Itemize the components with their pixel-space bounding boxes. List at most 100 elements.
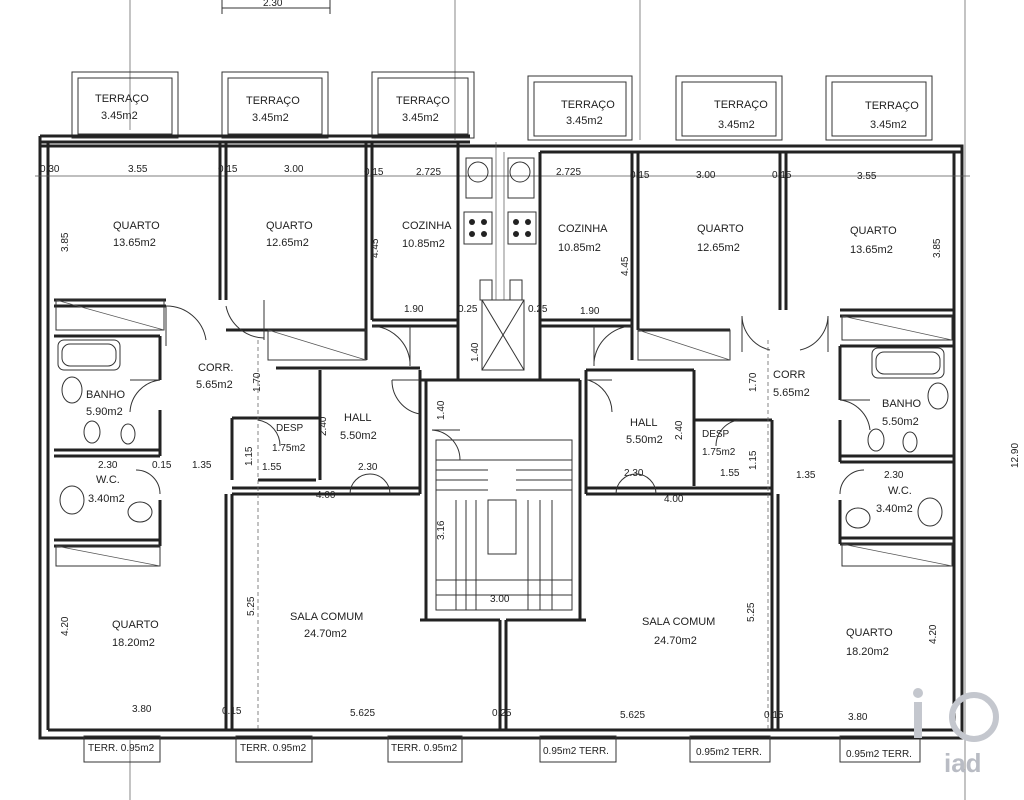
terrace-box <box>71 71 179 139</box>
bottom-terrace-label: TERR. 0.95m2 <box>88 743 155 754</box>
terrace-name: TERRAÇO <box>396 95 450 107</box>
room-area: 10.85m2 <box>558 242 601 254</box>
dimension-label: 4.45 <box>620 256 631 276</box>
dimension-label: 1.90 <box>580 306 600 317</box>
room-name: DESP <box>276 423 304 434</box>
dimension-label: 2.30 <box>98 460 118 471</box>
room-area: 3.40m2 <box>88 493 125 505</box>
bottom-terrace-label: 0.95m2 TERR. <box>543 746 609 757</box>
dimension-label: 0.25 <box>492 708 512 719</box>
terrace-box <box>675 75 783 141</box>
dimension-label: 0.15 <box>222 706 242 717</box>
iad-logo: iad <box>913 688 999 778</box>
room-name: QUARTO <box>850 225 897 237</box>
terrace-name: TERRAÇO <box>714 99 768 111</box>
room-area: 5.65m2 <box>773 387 810 399</box>
dimension-label: 5.25 <box>746 602 757 622</box>
bidet-icon <box>120 423 136 445</box>
terrace-area: 3.45m2 <box>566 115 603 127</box>
sink-icon <box>927 382 949 410</box>
dimension-label: 4.20 <box>928 624 939 644</box>
room-name: W.C. <box>96 474 120 486</box>
dimension-label: 1.70 <box>748 372 759 392</box>
dimension-label: 1.90 <box>404 304 424 315</box>
room-name: QUARTO <box>846 627 893 639</box>
built-in-wardrobes <box>55 299 953 567</box>
terrace-box <box>371 71 475 139</box>
room-area: 12.65m2 <box>266 237 309 249</box>
room-name: QUARTO <box>112 619 159 631</box>
side-dimension-label: 12.90 <box>1010 443 1021 468</box>
sink-icon <box>61 376 83 404</box>
dimension-label: 2.40 <box>674 420 685 440</box>
dimension-label: 3.85 <box>60 232 71 252</box>
door-swings <box>129 300 871 495</box>
dimension-label: 0.15 <box>764 710 784 721</box>
terrace-area: 3.45m2 <box>870 119 907 131</box>
room-name: HALL <box>344 412 372 424</box>
dimension-label: 0.25 <box>458 304 478 315</box>
dimension-label: 1.70 <box>252 372 263 392</box>
room-name: BANHO <box>86 389 126 401</box>
dimension-label: 2.725 <box>556 167 581 178</box>
room-name: W.C. <box>888 485 912 497</box>
dimension-label: 3.80 <box>132 704 152 715</box>
dimension-label: 0.15 <box>218 164 238 175</box>
room-name: QUARTO <box>266 220 313 232</box>
sink-icon <box>917 497 943 527</box>
room-area: 10.85m2 <box>402 238 445 250</box>
dimension-label: 4.45 <box>370 238 381 258</box>
terrace-box <box>221 71 329 139</box>
fixtures <box>57 142 949 529</box>
terrace-name: TERRAÇO <box>246 95 300 107</box>
room-area: 1.75m2 <box>702 447 736 458</box>
room-name: COZINHA <box>558 223 608 235</box>
interior-walls <box>54 142 954 730</box>
dimension-label: 1.35 <box>192 460 212 471</box>
room-area: 1.75m2 <box>272 443 306 454</box>
top-dimension-label: 2.30 <box>263 0 283 9</box>
sink-icon <box>59 485 85 515</box>
dimension-label: 1.40 <box>470 342 481 362</box>
terrace-box-inner <box>377 77 469 135</box>
dimension-label: 0.30 <box>40 164 60 175</box>
room-name: CORR <box>773 369 805 381</box>
room-area: 18.20m2 <box>112 637 155 649</box>
room-area: 5.90m2 <box>86 406 123 418</box>
bidet-icon <box>902 431 918 453</box>
terrace-area: 3.45m2 <box>101 110 138 122</box>
dimension-label: 1.40 <box>436 400 447 420</box>
toilet-icon <box>845 507 871 529</box>
terrace-box-inner <box>227 77 323 135</box>
dimension-label: 1.15 <box>748 450 759 470</box>
terrace-area: 3.45m2 <box>252 112 289 124</box>
dimension-label: 2.725 <box>416 167 441 178</box>
terrace-box-inner <box>77 77 173 135</box>
dimension-label: 5.625 <box>620 710 645 721</box>
bottom-terrace-label: 0.95m2 TERR. <box>846 749 912 760</box>
terrace-name: TERRAÇO <box>865 100 919 112</box>
staircase <box>435 439 573 611</box>
bottom-terrace-label: TERR. 0.95m2 <box>391 743 458 754</box>
room-area: 5.50m2 <box>340 430 377 442</box>
bathtub-icon <box>57 339 121 371</box>
room-name: QUARTO <box>113 220 160 232</box>
room-name: CORR. <box>198 362 233 374</box>
dimension-label: 4.00 <box>664 494 684 505</box>
logo-text: iad <box>944 748 982 778</box>
terrace-box-inner <box>533 81 627 137</box>
bathtub-icon <box>871 347 945 379</box>
dimension-label: 4.00 <box>316 490 336 501</box>
dimension-label: 4.20 <box>60 616 71 636</box>
dimension-label: 3.00 <box>284 164 304 175</box>
sink-icon <box>509 161 531 183</box>
elevator-shaft <box>481 299 525 371</box>
room-area: 5.50m2 <box>882 416 919 428</box>
sink-icon <box>467 161 489 183</box>
room-name: SALA COMUM <box>290 611 363 623</box>
terrace-box-inner <box>831 81 927 137</box>
dimension-label: 0.15 <box>364 167 384 178</box>
dimension-label: 0.25 <box>528 304 548 315</box>
dimension-label: 0.15 <box>630 170 650 181</box>
